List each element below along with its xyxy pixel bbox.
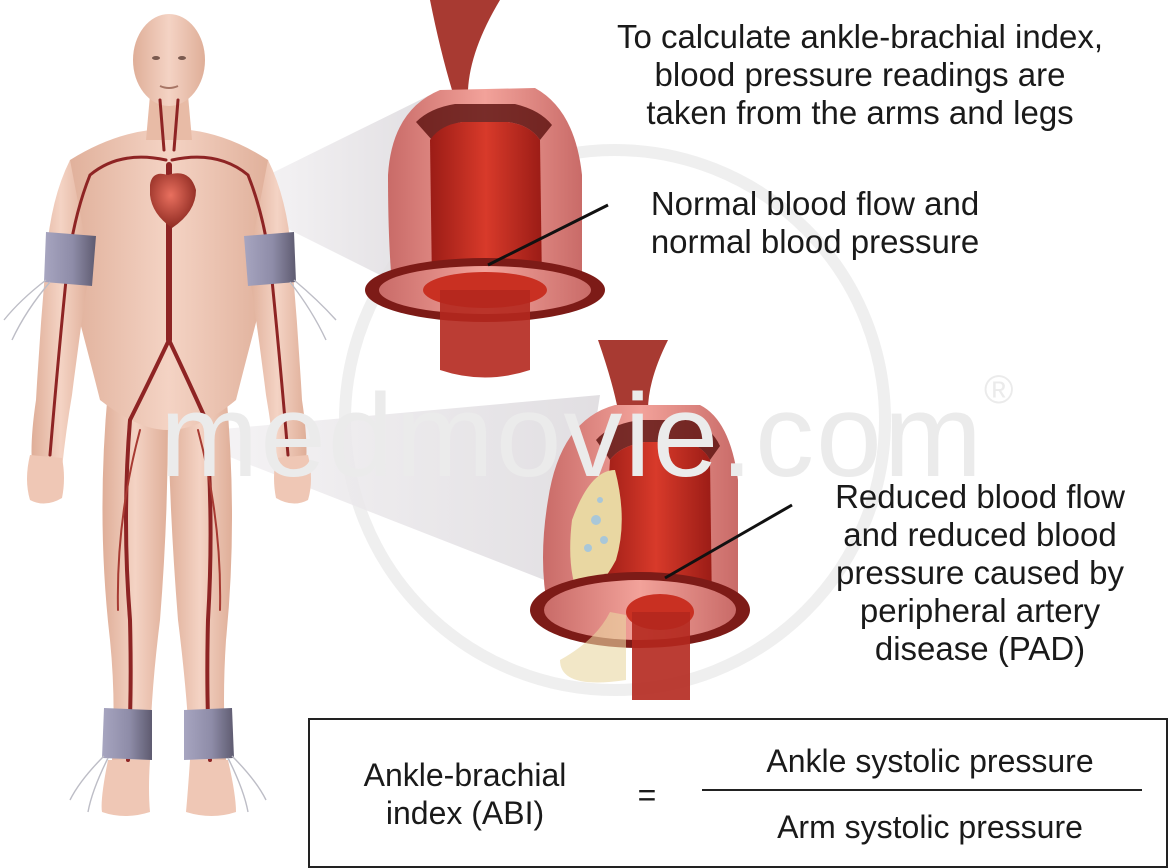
intro-caption: To calculate ankle-brachial index, blood… <box>560 18 1160 132</box>
formula-numerator: Ankle systolic pressure <box>710 742 1150 780</box>
abi-formula-box: Ankle-brachial index (ABI) = Ankle systo… <box>308 718 1168 868</box>
reduced-flow-caption-line: disease (PAD) <box>790 630 1170 668</box>
normal-flow-caption: Normal blood flow and normal blood press… <box>600 185 1030 261</box>
abi-label: Ankle-brachial index (ABI) <box>330 756 600 832</box>
intro-caption-line: blood pressure readings are <box>560 56 1160 94</box>
reduced-flow-caption-line: pressure caused by <box>790 554 1170 592</box>
ankle-cuff-left <box>102 708 152 760</box>
arm-cuff-left <box>44 232 96 286</box>
formula-denominator: Arm systolic pressure <box>710 808 1150 846</box>
equals-sign: = <box>632 776 662 814</box>
fraction-bar <box>702 789 1142 791</box>
normal-flow-caption-line: Normal blood flow and <box>600 185 1030 223</box>
arm-cuff-right <box>244 232 296 286</box>
reduced-flow-caption: Reduced blood flow and reduced blood pre… <box>790 478 1170 668</box>
reduced-flow-caption-line: Reduced blood flow <box>790 478 1170 516</box>
intro-caption-line: taken from the arms and legs <box>560 94 1160 132</box>
registered-mark: ® <box>984 368 1015 412</box>
intro-caption-line: To calculate ankle-brachial index, <box>560 18 1160 56</box>
reduced-flow-caption-line: peripheral artery <box>790 592 1170 630</box>
reduced-flow-caption-line: and reduced blood <box>790 516 1170 554</box>
ankle-cuff-right <box>184 708 234 760</box>
abi-label-line: Ankle-brachial <box>330 756 600 794</box>
normal-flow-caption-line: normal blood pressure <box>600 223 1030 261</box>
abi-label-line: index (ABI) <box>330 794 600 832</box>
